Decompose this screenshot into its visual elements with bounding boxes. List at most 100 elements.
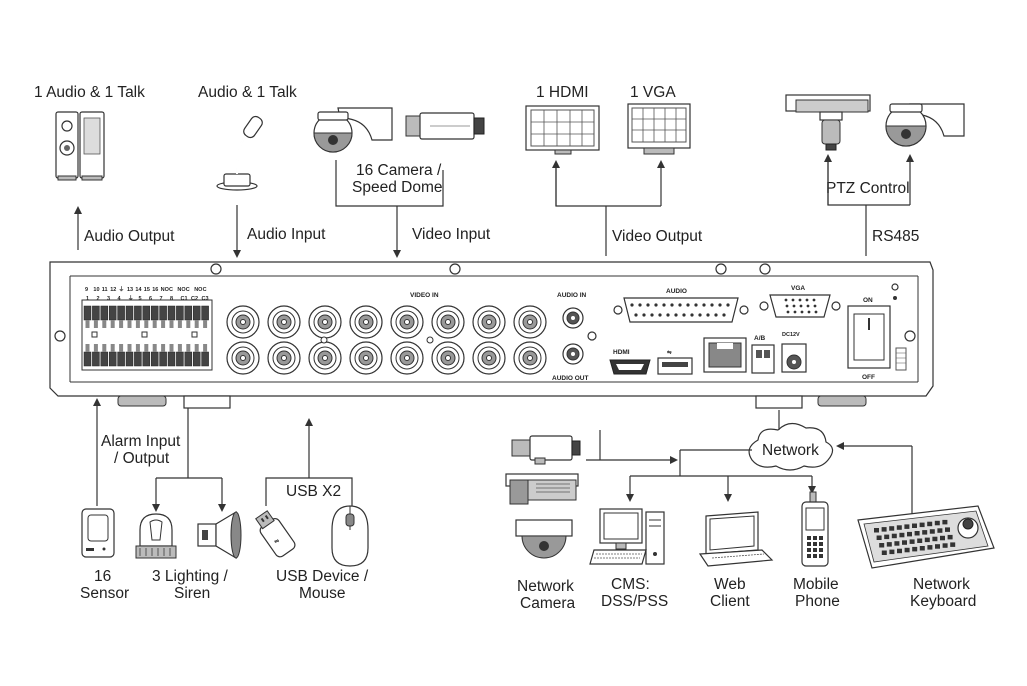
ptz-camera-icon bbox=[885, 103, 965, 147]
label-hdmi-port: HDMI bbox=[613, 349, 630, 356]
hdmi-port bbox=[609, 359, 651, 375]
bnc-connector bbox=[390, 305, 424, 339]
label-camera-line2: Speed Dome bbox=[352, 179, 442, 196]
label-audio-input: Audio Input bbox=[247, 226, 326, 243]
svg-text:⇋: ⇋ bbox=[667, 348, 672, 356]
network-camera-icon bbox=[511, 435, 581, 465]
bnc-connector bbox=[431, 305, 465, 339]
label-video-output: Video Output bbox=[612, 228, 703, 245]
label-alarm-line1: Alarm Input bbox=[101, 433, 181, 450]
label-vga: 1 VGA bbox=[630, 84, 676, 101]
laptop-icon bbox=[698, 511, 774, 567]
label-on: ON bbox=[863, 297, 873, 304]
alarm-terminal-label: 10 bbox=[93, 287, 99, 293]
alarm-terminal-label: 13 bbox=[127, 287, 133, 293]
alarm-terminal-label: C2 bbox=[191, 296, 198, 302]
alarm-terminal-label: C bbox=[169, 287, 173, 293]
label-lighting-line2: Siren bbox=[174, 585, 210, 602]
label-usb-device-line1: USB Device / bbox=[276, 568, 369, 585]
ethernet-port bbox=[703, 337, 747, 373]
bnc-connector bbox=[226, 305, 260, 339]
label-network: Network bbox=[762, 442, 819, 459]
label-usb-x2: USB X2 bbox=[286, 483, 341, 500]
label-video-input: Video Input bbox=[412, 226, 491, 243]
mouse-icon bbox=[331, 505, 369, 567]
alarm-terminal-label: 7 bbox=[160, 296, 163, 302]
label-usb-device-line2: Mouse bbox=[299, 585, 346, 602]
alarm-terminal-label: 5 bbox=[139, 296, 142, 302]
bnc-connector bbox=[308, 305, 342, 339]
monitor-icon bbox=[525, 105, 600, 155]
light-icon bbox=[135, 513, 177, 559]
label-video-in: VIDEO IN bbox=[410, 292, 439, 299]
bnc-connector bbox=[472, 305, 506, 339]
label-web-line2: Client bbox=[710, 593, 750, 610]
rs485-port bbox=[751, 344, 775, 374]
power-switch[interactable] bbox=[847, 305, 907, 371]
speaker-icon bbox=[55, 111, 105, 181]
siren-icon bbox=[197, 510, 242, 560]
label-dc: DC12V bbox=[782, 332, 800, 338]
bnc-connector bbox=[349, 341, 383, 375]
alarm-terminal-label: ⏚ bbox=[128, 295, 134, 302]
vga-port bbox=[759, 294, 841, 318]
svg-text:⇋: ⇋ bbox=[272, 536, 281, 545]
bnc-connector bbox=[349, 305, 383, 339]
label-lighting-line1: 3 Lighting / bbox=[152, 568, 229, 585]
alarm-terminal-label: 15 bbox=[144, 287, 150, 293]
label-camera-line1: 16 Camera / bbox=[356, 162, 442, 179]
alarm-terminal-label: 14 bbox=[135, 287, 142, 293]
bnc-connector bbox=[513, 305, 547, 339]
mobile-phone-icon bbox=[801, 491, 829, 567]
box-camera-icon bbox=[405, 112, 485, 140]
bnc-video-inputs bbox=[226, 305, 547, 375]
bnc-connector bbox=[226, 341, 260, 375]
label-audio-talk-out: 1 Audio & 1 Talk bbox=[34, 84, 145, 101]
power-dc-port bbox=[781, 343, 807, 373]
network-camera-icon bbox=[515, 519, 573, 559]
alarm-terminal-label: 2 bbox=[97, 296, 100, 302]
alarm-terminal-label: 9 bbox=[85, 287, 88, 293]
bnc-connector bbox=[472, 341, 506, 375]
audio-in-port bbox=[562, 307, 584, 329]
label-ptz-control: PTZ Control bbox=[826, 180, 910, 197]
label-netcam-line1: Network bbox=[517, 578, 574, 595]
bnc-connector bbox=[431, 341, 465, 375]
speed-dome-icon bbox=[313, 107, 393, 153]
sensor-icon bbox=[81, 508, 115, 558]
network-camera-icon bbox=[505, 473, 579, 505]
bnc-connector bbox=[513, 341, 547, 375]
alarm-terminal-label: C1 bbox=[181, 296, 188, 302]
alarm-terminal-label: ⏚ bbox=[119, 286, 125, 293]
audio-out-port bbox=[562, 343, 584, 365]
alarm-terminal-label: NO bbox=[194, 287, 203, 293]
label-audio: AUDIO bbox=[666, 288, 687, 295]
alarm-terminal-label: 6 bbox=[149, 296, 152, 302]
alarm-terminal-label: 1 bbox=[86, 296, 89, 302]
label-cms-line2: DSS/PSS bbox=[601, 593, 668, 610]
alarm-terminal-label: C3 bbox=[202, 296, 209, 302]
bnc-connector bbox=[267, 305, 301, 339]
label-netcam-line2: Camera bbox=[520, 595, 576, 612]
label-audio-in: AUDIO IN bbox=[557, 292, 587, 299]
alarm-terminal-label: NO bbox=[177, 287, 186, 293]
desktop-pc-icon bbox=[589, 508, 665, 565]
bnc-connector bbox=[267, 341, 301, 375]
alarm-terminal-label: 12 bbox=[110, 287, 116, 293]
monitor-icon bbox=[627, 103, 691, 155]
usb-port: ⇋ bbox=[657, 348, 693, 375]
bnc-connector bbox=[308, 341, 342, 375]
alarm-terminal-label: C bbox=[203, 287, 207, 293]
label-keyboard-line1: Network bbox=[913, 576, 970, 593]
microphone-icon bbox=[216, 115, 263, 191]
alarm-terminal-label: C bbox=[186, 287, 190, 293]
label-ab: A/B bbox=[754, 335, 766, 342]
keyboard-controller-icon bbox=[857, 505, 995, 569]
ptz-camera-icon bbox=[785, 94, 871, 151]
label-mobile-line1: Mobile bbox=[793, 576, 839, 593]
alarm-terminal-label: 16 bbox=[152, 287, 158, 293]
audio-db25-port bbox=[613, 297, 749, 323]
alarm-terminal-label: 3 bbox=[107, 296, 110, 302]
